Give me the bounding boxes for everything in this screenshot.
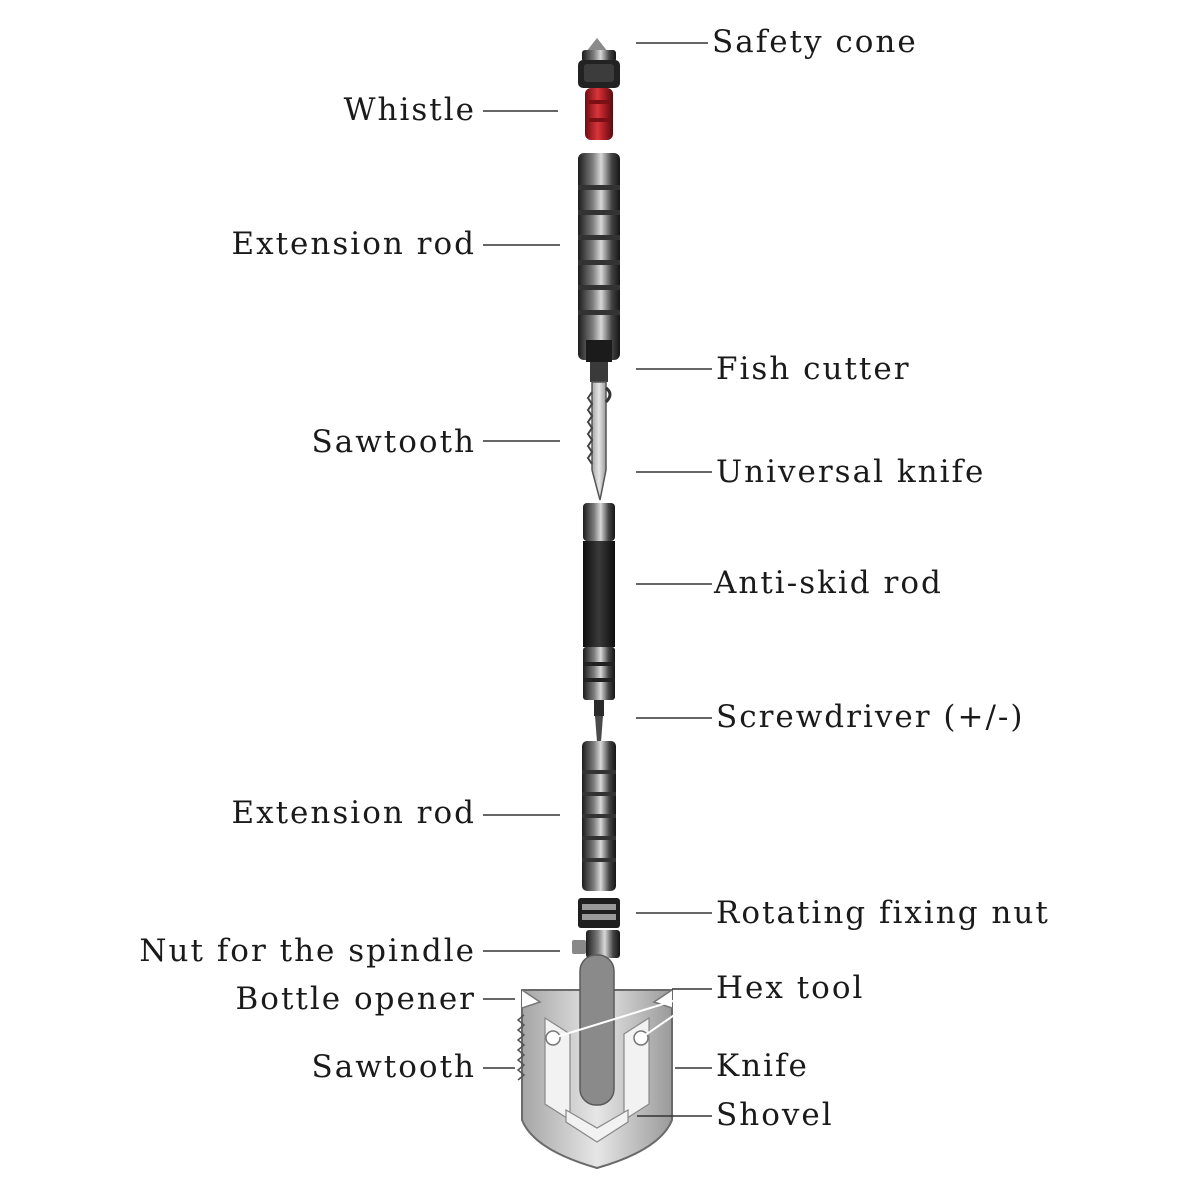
shovel-blade-part	[516, 954, 673, 1170]
label-anti-skid-rod: Anti-skid rod	[714, 565, 943, 601]
label-safety-cone: Safety cone	[712, 24, 918, 60]
leader-lines	[483, 42, 712, 1117]
label-screwdriver: Screwdriver (+/-)	[716, 699, 1025, 735]
label-extension-rod-bottom: Extension rod	[231, 795, 476, 831]
rotating-fixing-nut-part	[578, 898, 620, 928]
label-shovel: Shovel	[716, 1097, 834, 1133]
extension-rod-bottom-part	[582, 741, 616, 891]
label-sawtooth-top: Sawtooth	[311, 424, 476, 460]
label-universal-knife: Universal knife	[716, 454, 986, 490]
anti-skid-rod-part	[583, 503, 615, 700]
safety-cone-part	[578, 38, 620, 88]
label-fish-cutter: Fish cutter	[716, 351, 911, 387]
label-hex-tool: Hex tool	[716, 970, 865, 1006]
knife-blade-part	[586, 362, 612, 501]
spindle-nut-part	[572, 930, 620, 958]
label-extension-rod-top: Extension rod	[231, 226, 476, 262]
hex-tool-leaders	[552, 988, 713, 1039]
label-nut-for-spindle: Nut for the spindle	[139, 933, 476, 969]
screwdriver-part	[594, 700, 604, 742]
label-rotating-fixing-nut: Rotating fixing nut	[716, 895, 1050, 931]
label-knife: Knife	[716, 1048, 809, 1084]
extension-rod-top-part	[578, 153, 620, 362]
label-sawtooth-bottom: Sawtooth	[311, 1049, 476, 1085]
whistle-part	[585, 88, 613, 140]
label-whistle: Whistle	[343, 92, 476, 128]
label-bottle-opener: Bottle opener	[235, 981, 476, 1017]
